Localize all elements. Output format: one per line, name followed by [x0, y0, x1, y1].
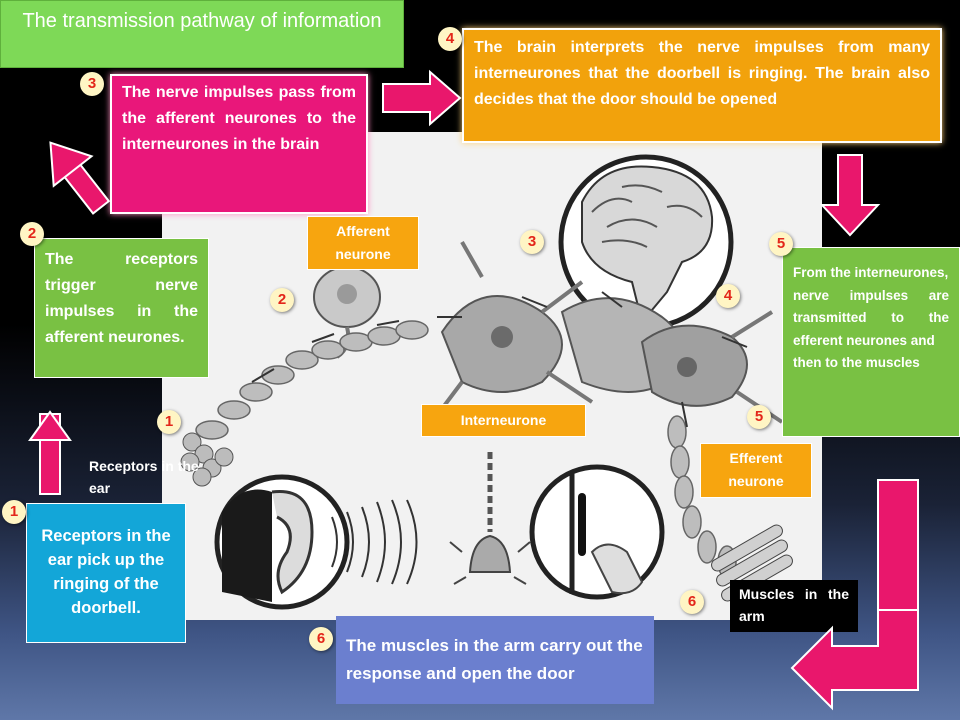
afferent-axon	[195, 320, 429, 440]
step-number-6: 6	[309, 627, 333, 651]
receptors-ear-label: Receptors in the ear	[89, 458, 199, 496]
arrow-up-head-icon	[28, 410, 72, 441]
afferent-neurone-label: Afferent neurone	[307, 216, 419, 270]
arrow-diagonal-icon	[49, 141, 111, 215]
ear-illustration	[214, 474, 418, 610]
arrow-right-icon	[382, 69, 462, 127]
brain-illustration	[558, 154, 734, 330]
receptor-cluster	[180, 432, 234, 487]
hand-door-illustration	[529, 464, 665, 600]
step-3-box: The nerve impulses pass from the afferen…	[110, 74, 368, 214]
arrow-down-icon	[819, 154, 881, 237]
interneurone-label: Interneurone	[421, 404, 586, 437]
arrow-up-icon	[39, 413, 61, 495]
step-number-4: 4	[438, 27, 462, 51]
illus-number-3: 3	[520, 230, 544, 254]
step-5-box: From the interneurones, nerve impulses a…	[782, 247, 960, 437]
step-4-box: The brain interprets the nerve impulses …	[462, 28, 942, 143]
muscles-arm-label: Muscles in the arm	[730, 580, 858, 632]
step-2-box: The receptors trigger nerve impulses in …	[34, 238, 209, 378]
step-number-5: 5	[769, 232, 793, 256]
step-number-1: 1	[2, 500, 26, 524]
step-5-line-1: From the interneurones,	[793, 265, 949, 280]
afferent-neurone-cell	[313, 266, 381, 359]
illus-number-4: 4	[716, 284, 740, 308]
impulse-arrows	[251, 291, 748, 428]
illus-number-5: 5	[747, 405, 771, 429]
illus-number-1: 1	[157, 410, 181, 434]
doorbell-illustration	[449, 452, 531, 585]
efferent-neurone-label: Efferent neurone	[700, 443, 812, 498]
step-5-line-2: nerve impulses are transmitted to the ef…	[793, 287, 949, 348]
step-number-2: 2	[20, 222, 44, 246]
illus-number-6: 6	[680, 590, 704, 614]
page-title: The transmission pathway of information	[0, 0, 404, 68]
step-number-3: 3	[80, 72, 104, 96]
illus-number-2: 2	[270, 288, 294, 312]
step-1-box: Receptors in the ear pick up the ringing…	[26, 503, 186, 643]
nerve-pathway-illustration	[162, 132, 822, 620]
step-5-line-3: then to the muscles	[793, 355, 920, 370]
step-6-box: The muscles in the arm carry out the res…	[336, 616, 654, 704]
